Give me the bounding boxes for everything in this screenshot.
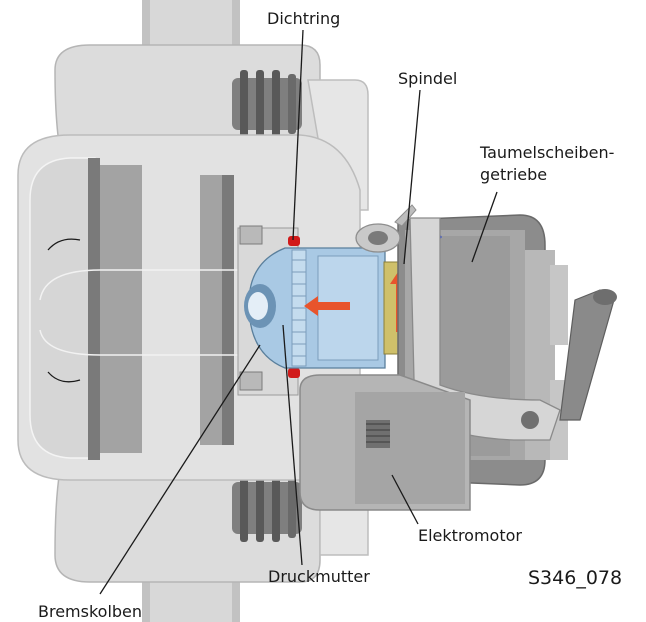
leader-spindel bbox=[403, 89, 421, 265]
label-dichtring: Dichtring bbox=[267, 9, 340, 28]
figure-reference: S346_078 bbox=[528, 567, 622, 589]
label-spindel: Spindel bbox=[398, 69, 457, 88]
leader-taumelscheiben bbox=[471, 191, 498, 263]
guide-bolt-upper bbox=[232, 70, 302, 138]
leader-elektromotor bbox=[391, 474, 419, 525]
label-bremskolben: Bremskolben bbox=[38, 602, 142, 621]
guide-bolt-lower bbox=[232, 474, 302, 542]
label-taumelscheiben-line2: getriebe bbox=[480, 165, 547, 184]
label-druckmutter: Druckmutter bbox=[268, 567, 370, 586]
leader-bremskolben bbox=[99, 344, 261, 595]
piston-direction-arrow bbox=[304, 296, 350, 316]
label-elektromotor: Elektromotor bbox=[418, 526, 522, 545]
connector-lever bbox=[559, 289, 615, 421]
seal-ring bbox=[288, 236, 300, 246]
brake-pad-outer bbox=[88, 158, 100, 460]
label-taumelscheiben-line1: Taumelscheiben- bbox=[479, 143, 614, 162]
leader-dichtring bbox=[292, 29, 304, 241]
brake-pad-inner bbox=[222, 175, 234, 445]
leader-druckmutter bbox=[282, 324, 303, 566]
